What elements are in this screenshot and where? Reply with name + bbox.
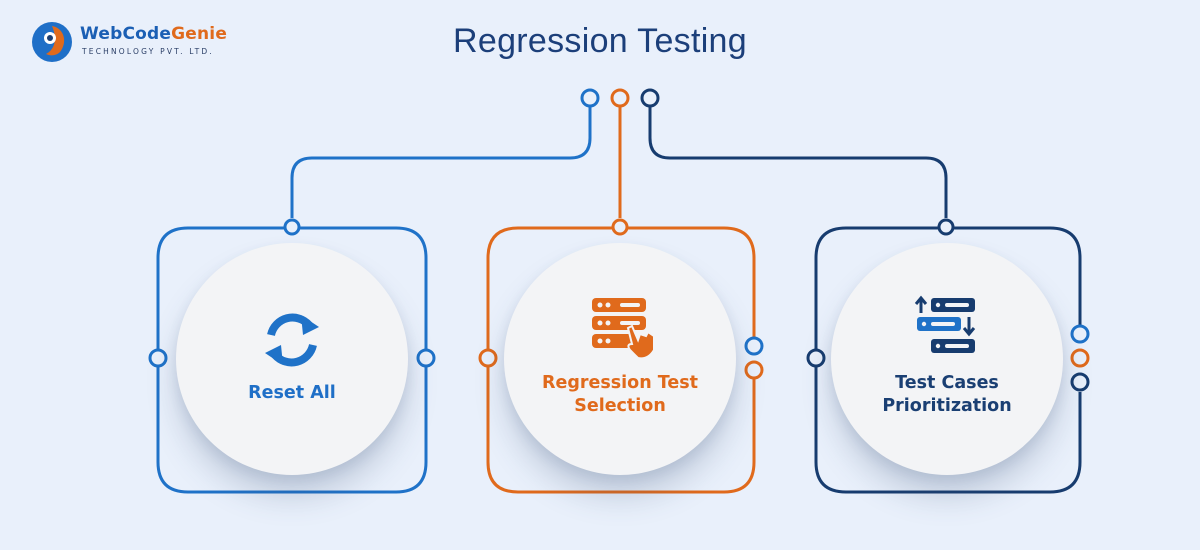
node-top-orange	[610, 88, 630, 108]
label-regression-test-selection: Regression Test Selection	[541, 373, 699, 416]
brand-tagline: TECHNOLOGY PVT. LTD.	[82, 47, 214, 56]
node-frame-orange-top	[611, 218, 629, 236]
server-pointer-icon	[592, 298, 655, 360]
frame-orange	[486, 226, 756, 494]
node-top-navy	[640, 88, 660, 108]
brand-name: WebCodeGenie	[80, 24, 228, 44]
brand-logo: WebCodeGenie TECHNOLOGY PVT. LTD.	[30, 18, 250, 68]
page-title: Regression Testing	[453, 22, 747, 60]
node-orange-right-orange	[744, 360, 764, 380]
connector-blue	[290, 106, 592, 218]
node-navy-right-blue	[1070, 324, 1090, 344]
refresh-icon	[265, 313, 319, 367]
node-orange-right-blue	[744, 336, 764, 356]
frame-navy	[814, 226, 1082, 494]
node-blue-right	[416, 348, 436, 368]
genie-logo-icon	[32, 22, 72, 62]
node-top-blue	[580, 88, 600, 108]
node-navy-right-orange	[1070, 348, 1090, 368]
card-test-cases-prioritization	[831, 243, 1063, 475]
label-reset-all: Reset All	[248, 383, 336, 403]
sort-list-icon	[914, 295, 976, 353]
node-navy-left	[806, 348, 826, 368]
node-orange-left	[478, 348, 498, 368]
node-blue-left	[148, 348, 168, 368]
connector-navy	[648, 106, 948, 218]
node-frame-blue-top	[283, 218, 301, 236]
frame-blue	[156, 226, 428, 494]
label-test-cases-prioritization: Test Cases Prioritization	[882, 373, 1012, 416]
node-frame-navy-top	[937, 218, 955, 236]
card-regression-test-selection	[504, 243, 736, 475]
node-navy-right-navy	[1070, 372, 1090, 392]
